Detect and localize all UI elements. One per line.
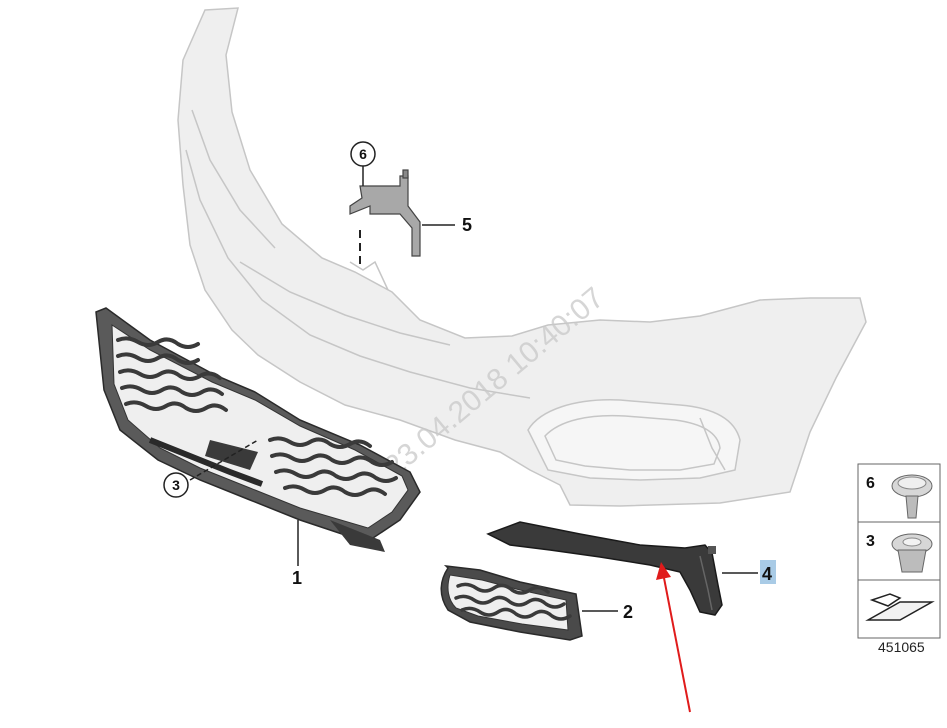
part-4-highlight: [760, 560, 776, 584]
side-grille-part-2: [440, 565, 583, 641]
trim-strip-part-4: [486, 521, 723, 616]
clip-icon: [891, 533, 933, 573]
bracket-part-5: [349, 169, 421, 257]
callout-6-circle: [350, 141, 376, 167]
callout-part-3: 3: [172, 477, 180, 493]
orientation-arrow-icon: [865, 593, 935, 621]
callout-part-5: 5: [462, 215, 472, 235]
callout-part-6: 6: [359, 146, 367, 162]
callout-part-1: 1: [292, 568, 302, 588]
annotation-arrow: [656, 562, 691, 713]
callout-part-2: 2: [623, 602, 633, 622]
front-bumper: [177, 7, 867, 507]
lower-grille-part-1: [95, 307, 421, 552]
fastener-3-leader: [189, 439, 259, 481]
diagram-number: 451065: [878, 639, 925, 655]
callout-3-circle: [163, 472, 189, 498]
legend-item-3-label: 3: [866, 533, 875, 550]
bolt-icon: [891, 474, 933, 519]
callout-part-4: 4: [762, 564, 772, 584]
legend-item-6-label: 6: [866, 475, 875, 492]
